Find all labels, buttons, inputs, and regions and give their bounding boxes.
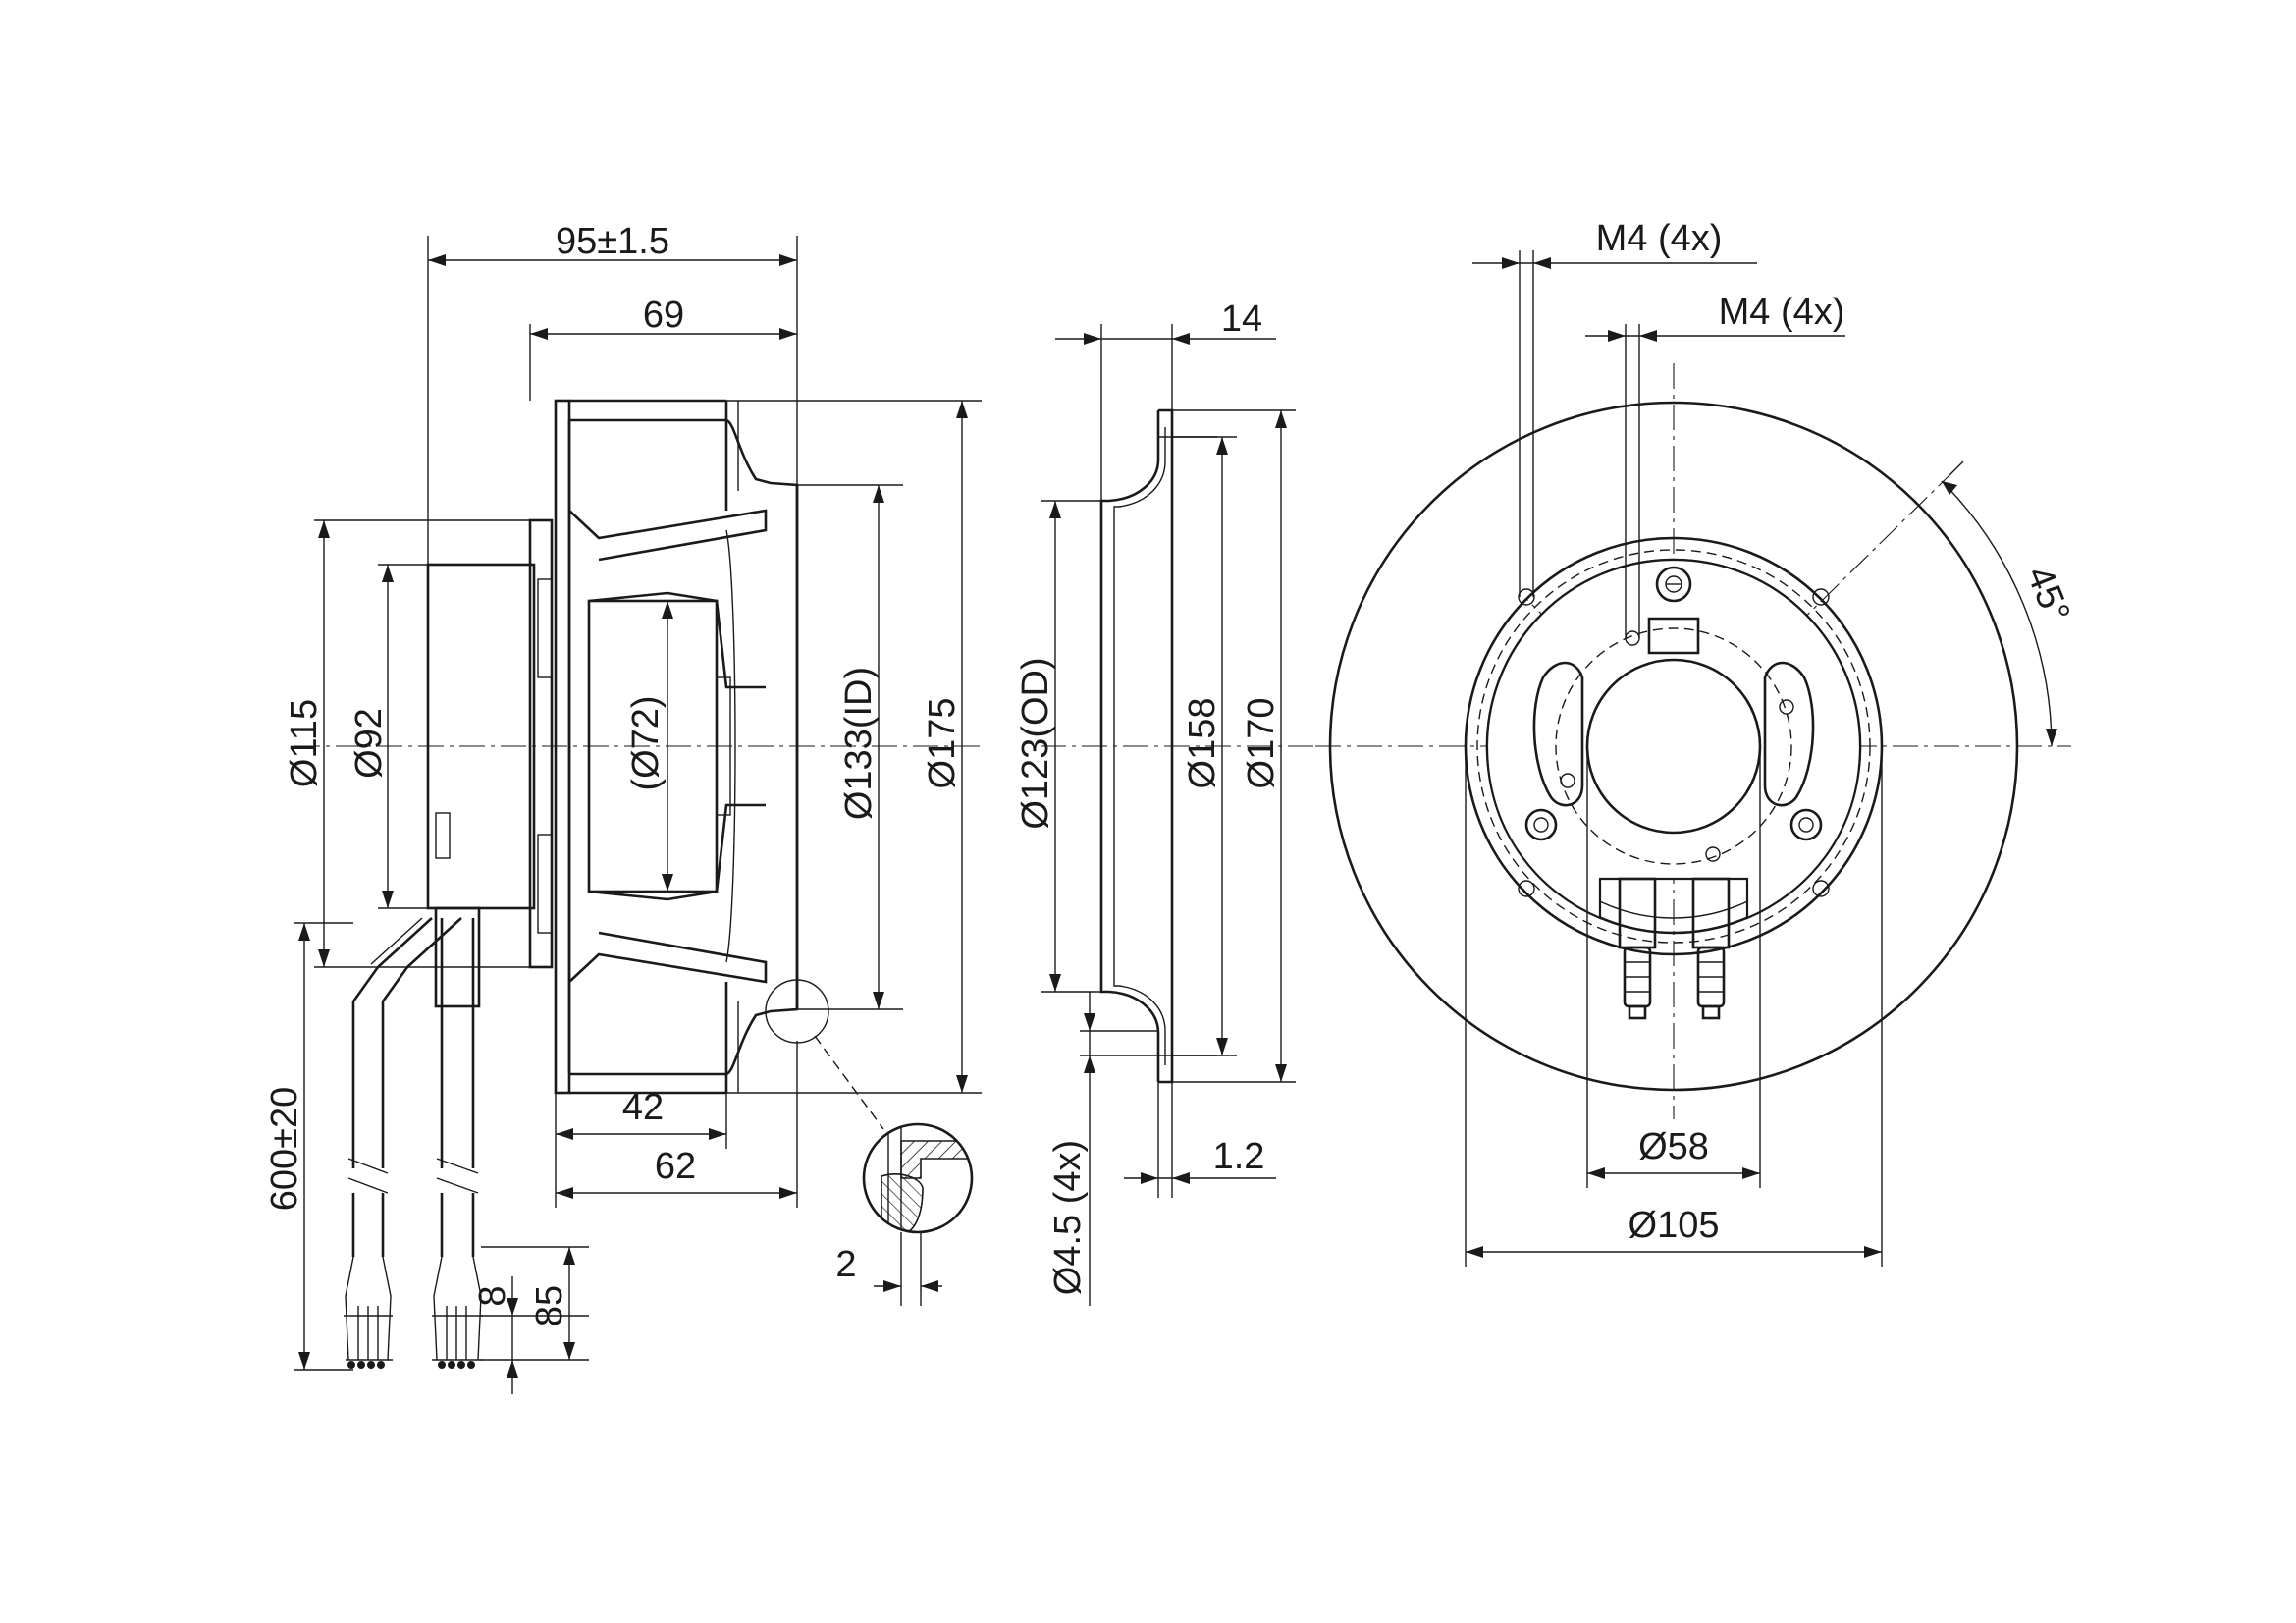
dim-impeller-length: 69 [643, 295, 684, 336]
dim-strip-8: 8 [472, 1285, 513, 1306]
dim-diameter-58: Ø58 [1638, 1126, 1709, 1167]
left-screw [1524, 808, 1558, 841]
dim-detail-thickness: 2 [835, 1244, 856, 1285]
dim-strip-85: 85 [529, 1285, 570, 1326]
side-view: 95±1.5 69 Ø115 Ø92 (Ø72) Ø133(ID) Ø175 4… [264, 221, 982, 1394]
dim-diameter-158: Ø158 [1182, 698, 1223, 789]
cable-bundle [344, 906, 483, 1369]
detail-view: 2 [835, 1122, 974, 1306]
dim-cable-length: 600±20 [264, 1087, 305, 1212]
inlet-ring-profile [1099, 410, 1160, 1082]
dim-diameter-133-id: Ø133(ID) [838, 667, 880, 820]
right-slot [1763, 661, 1815, 807]
m4-hole-outer-1 [1518, 588, 1535, 606]
right-screw [1789, 808, 1823, 841]
dim-diameter-115: Ø115 [284, 699, 325, 787]
dim-diameter-105: Ø105 [1629, 1205, 1720, 1246]
front-view: M4 (4x) M4 (4x) 45° Ø58 Ø105 [1315, 218, 2077, 1267]
dim-ring-width: 14 [1221, 298, 1262, 340]
left-slot [1532, 661, 1584, 807]
dim-overall-length: 95±1.5 [556, 221, 669, 262]
inlet-ring-view: 14 Ø123(OD) Ø158 Ø170 Ø4.5 (4x) 1.2 [1015, 298, 1315, 1306]
cable-glands [1618, 877, 1731, 1020]
dim-diameter-92: Ø92 [348, 708, 390, 779]
dim-diameter-170: Ø170 [1241, 698, 1282, 789]
dim-diameter-123-od: Ø123(OD) [1015, 657, 1056, 829]
motor-body [426, 563, 536, 910]
dim-ring-thickness: 1.2 [1213, 1136, 1265, 1177]
label-thread-outer: M4 (4x) [1596, 218, 1723, 259]
motor-flange [528, 518, 554, 969]
impeller-outer-circle [1328, 401, 2019, 1092]
dim-ring-holes: Ø4.5 (4x) [1047, 1140, 1089, 1295]
label-angle: 45° [2018, 561, 2077, 628]
dim-diameter-175: Ø175 [922, 698, 963, 789]
label-thread-inner: M4 (4x) [1719, 292, 1845, 333]
dim-diameter-72: (Ø72) [625, 695, 667, 790]
connector-clip [435, 812, 451, 859]
motor-plate [1485, 558, 1862, 920]
dim-depth-42: 42 [622, 1087, 664, 1128]
impeller-shroud [569, 418, 799, 1076]
top-screw [1655, 566, 1692, 603]
dim-depth-62: 62 [655, 1146, 696, 1187]
